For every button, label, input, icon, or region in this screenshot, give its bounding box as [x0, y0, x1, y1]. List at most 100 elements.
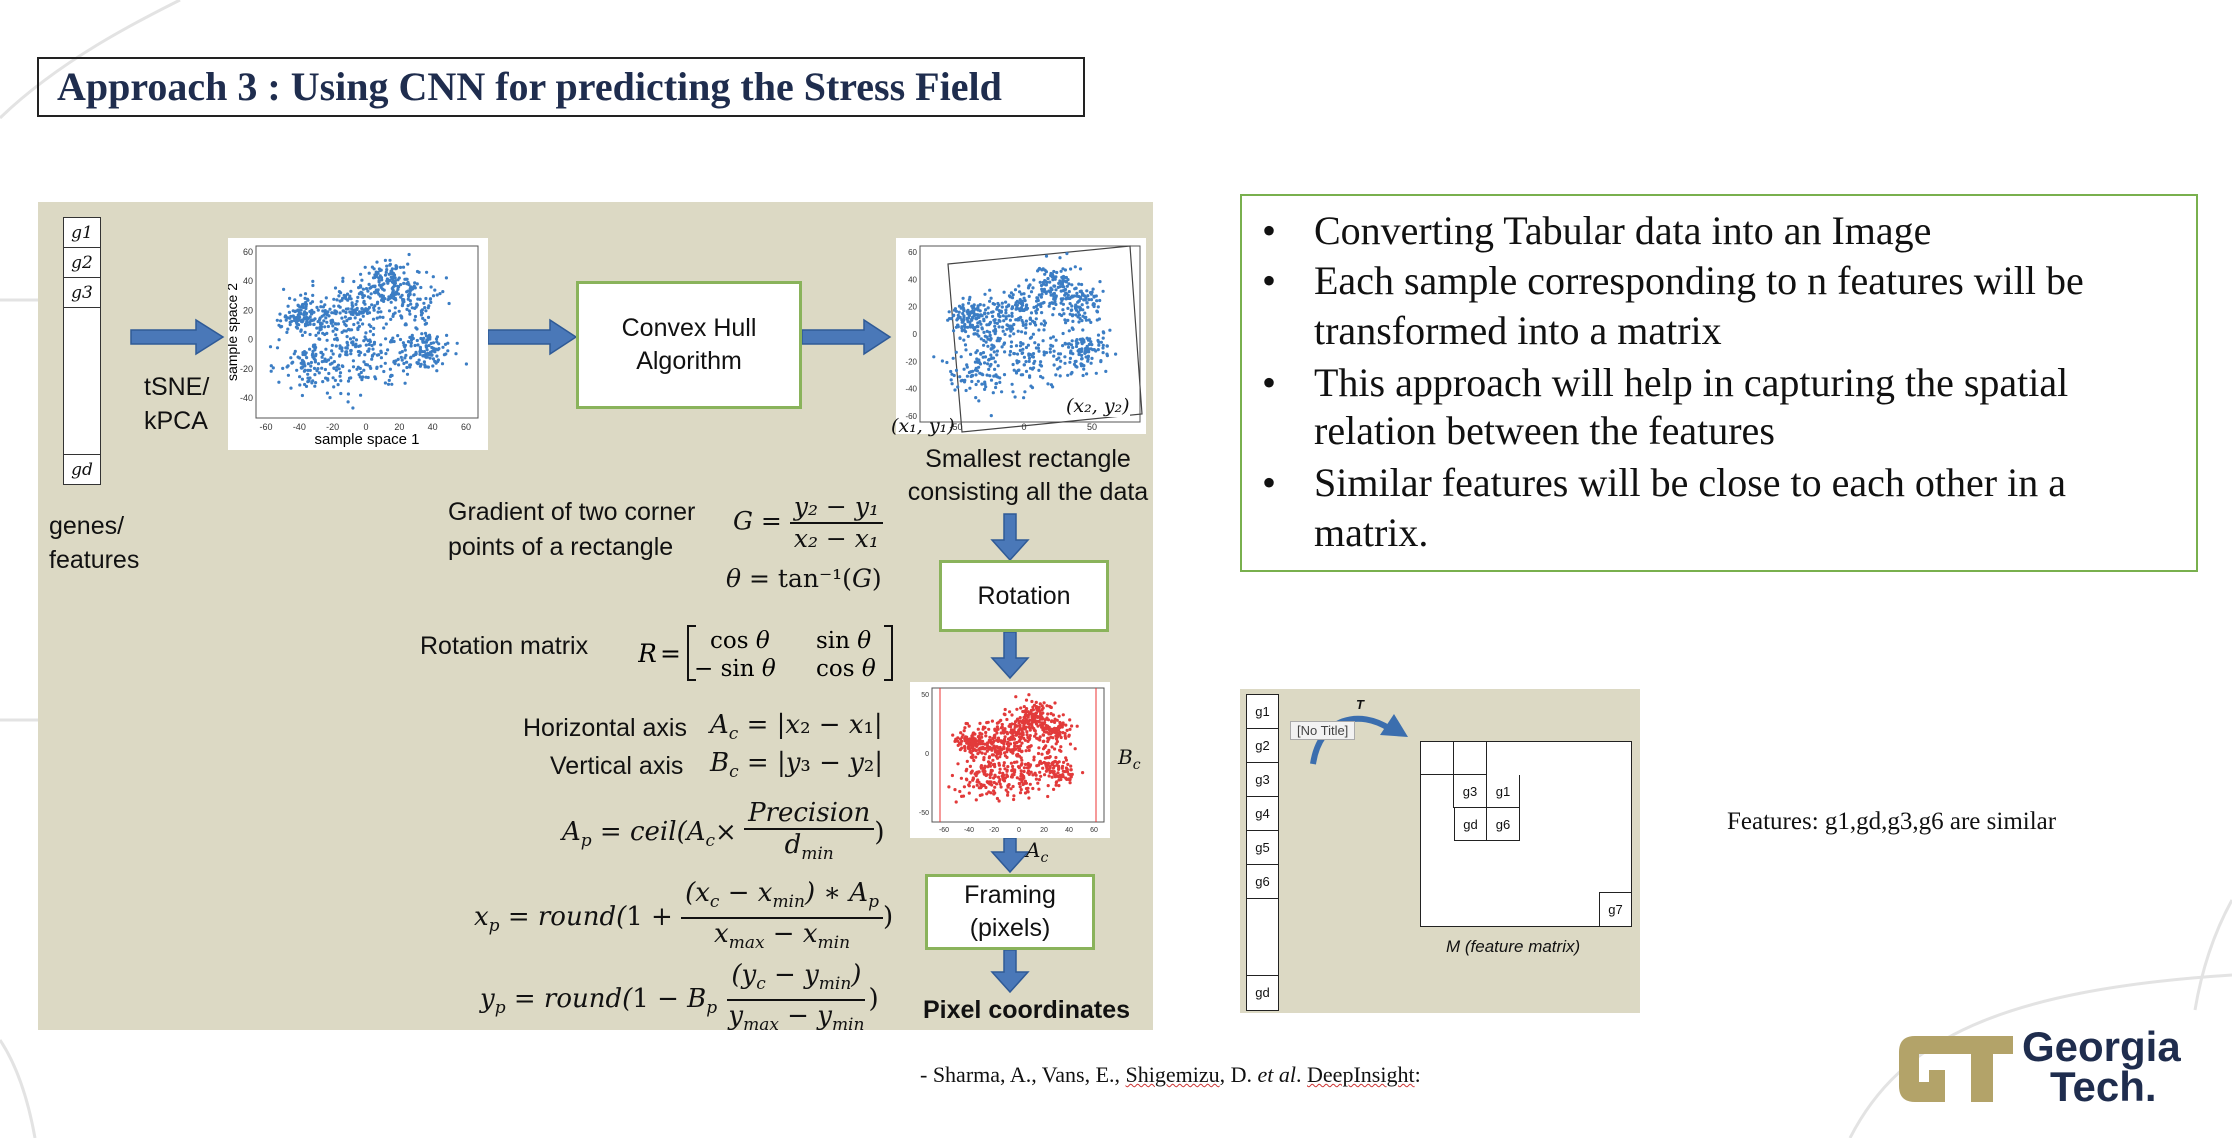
- scatter-point: [1037, 293, 1041, 297]
- scatter-point: [386, 348, 390, 352]
- scatter-point: [1032, 366, 1036, 370]
- scatter-point: [1052, 269, 1056, 274]
- scatter-point: [359, 351, 363, 355]
- scatter-point: [313, 373, 317, 377]
- scatter-point: [319, 305, 323, 309]
- scatter-point: [378, 294, 382, 298]
- scatter-point: [406, 280, 410, 285]
- scatter-point: [1028, 283, 1032, 287]
- scatter-point: [1045, 767, 1049, 772]
- scatter-point: [1092, 294, 1096, 298]
- scatter-point: [1078, 289, 1082, 294]
- scatter-point: [1008, 742, 1013, 746]
- scatter-point: [1073, 747, 1077, 751]
- scatter-point: [1022, 715, 1026, 720]
- scatter-point: [427, 344, 431, 348]
- scatter-point: [383, 381, 387, 385]
- scatter-point: [977, 399, 981, 403]
- scatter-point: [431, 341, 436, 345]
- scatter-point: [962, 309, 966, 313]
- scatter-point: [433, 359, 437, 363]
- scatter-point: [958, 336, 962, 340]
- scatter-point: [349, 312, 353, 316]
- scatter-point: [396, 334, 400, 338]
- scatter-point: [1034, 773, 1038, 777]
- scatter-point: [1052, 760, 1056, 764]
- scatter-point: [396, 278, 400, 282]
- scatter-point: [1083, 311, 1087, 315]
- scatter-point: [295, 368, 299, 372]
- scatter-point: [379, 285, 383, 289]
- scatter-point: [970, 304, 974, 308]
- scatter-point: [301, 365, 305, 369]
- scatter-point: [969, 751, 973, 755]
- scatter-point: [334, 368, 338, 372]
- scatter-point: [387, 378, 391, 382]
- scatter-point: [288, 316, 292, 320]
- scatter-point: [966, 334, 970, 338]
- scatter-point: [368, 340, 372, 344]
- scatter-point: [980, 732, 984, 736]
- scatter-point: [428, 297, 433, 301]
- scatter-point: [946, 318, 950, 322]
- scatter-point: [401, 369, 406, 373]
- scatter-point: [940, 359, 944, 363]
- scatter-point: [385, 279, 389, 283]
- scatter-point: [998, 778, 1002, 782]
- scatter-point: [983, 764, 987, 768]
- scatter-point: [1061, 731, 1065, 735]
- scatter-point: [961, 733, 965, 737]
- scatter-point: [1048, 289, 1052, 293]
- scatter-point: [1023, 299, 1027, 303]
- scatter-point: [988, 374, 992, 378]
- scatter-point: [1024, 278, 1028, 282]
- scatter-point: [406, 340, 411, 344]
- scatter-point: [1039, 360, 1043, 364]
- scatter-point: [1042, 328, 1046, 332]
- scatter-point: [316, 331, 321, 335]
- scatter-point: [372, 326, 376, 330]
- scatter-point: [446, 349, 450, 353]
- no-title-tooltip: [No Title]: [1290, 721, 1356, 740]
- scatter-point: [974, 366, 978, 370]
- scatter-point: [1005, 768, 1009, 772]
- scatter-point: [310, 300, 315, 304]
- scatter-point: [374, 274, 378, 279]
- scatter-point: [330, 349, 334, 353]
- scatter-point: [1081, 373, 1085, 378]
- tick-label: 0: [913, 330, 918, 339]
- scatter-point: [1099, 340, 1103, 344]
- scatter-point: [425, 270, 429, 274]
- scatter-point: [983, 387, 987, 391]
- scatter-point: [978, 746, 982, 750]
- scatter-point: [986, 311, 990, 315]
- scatter-point: [298, 375, 302, 379]
- scatter-point: [1075, 291, 1079, 295]
- scatter-point: [985, 315, 989, 319]
- scatter-point: [347, 327, 351, 331]
- scatter-point: [311, 283, 315, 288]
- scatter-point: [977, 739, 981, 744]
- scatter-point: [275, 346, 280, 350]
- scatter-point: [321, 352, 325, 357]
- scatter-point: [426, 351, 430, 355]
- scatter-point: [1049, 735, 1053, 739]
- scatter-point: [981, 351, 986, 355]
- scatter-point: [379, 349, 383, 353]
- arrow-framing-to-pixels: [990, 949, 1030, 994]
- scatter-point: [359, 393, 363, 397]
- scatter-point: [978, 793, 982, 797]
- scatter-point: [389, 317, 393, 321]
- scatter-point: [1015, 760, 1019, 764]
- scatter-point: [1052, 307, 1056, 311]
- scatter-point: [320, 366, 324, 370]
- scatter-point: [1002, 779, 1007, 783]
- scatter-point: [1070, 339, 1074, 343]
- scatter-point: [1063, 268, 1067, 272]
- scatter-point: [956, 313, 960, 317]
- scatter-point: [963, 744, 967, 749]
- scatter-point: [962, 729, 966, 733]
- scatter-point: [430, 353, 434, 357]
